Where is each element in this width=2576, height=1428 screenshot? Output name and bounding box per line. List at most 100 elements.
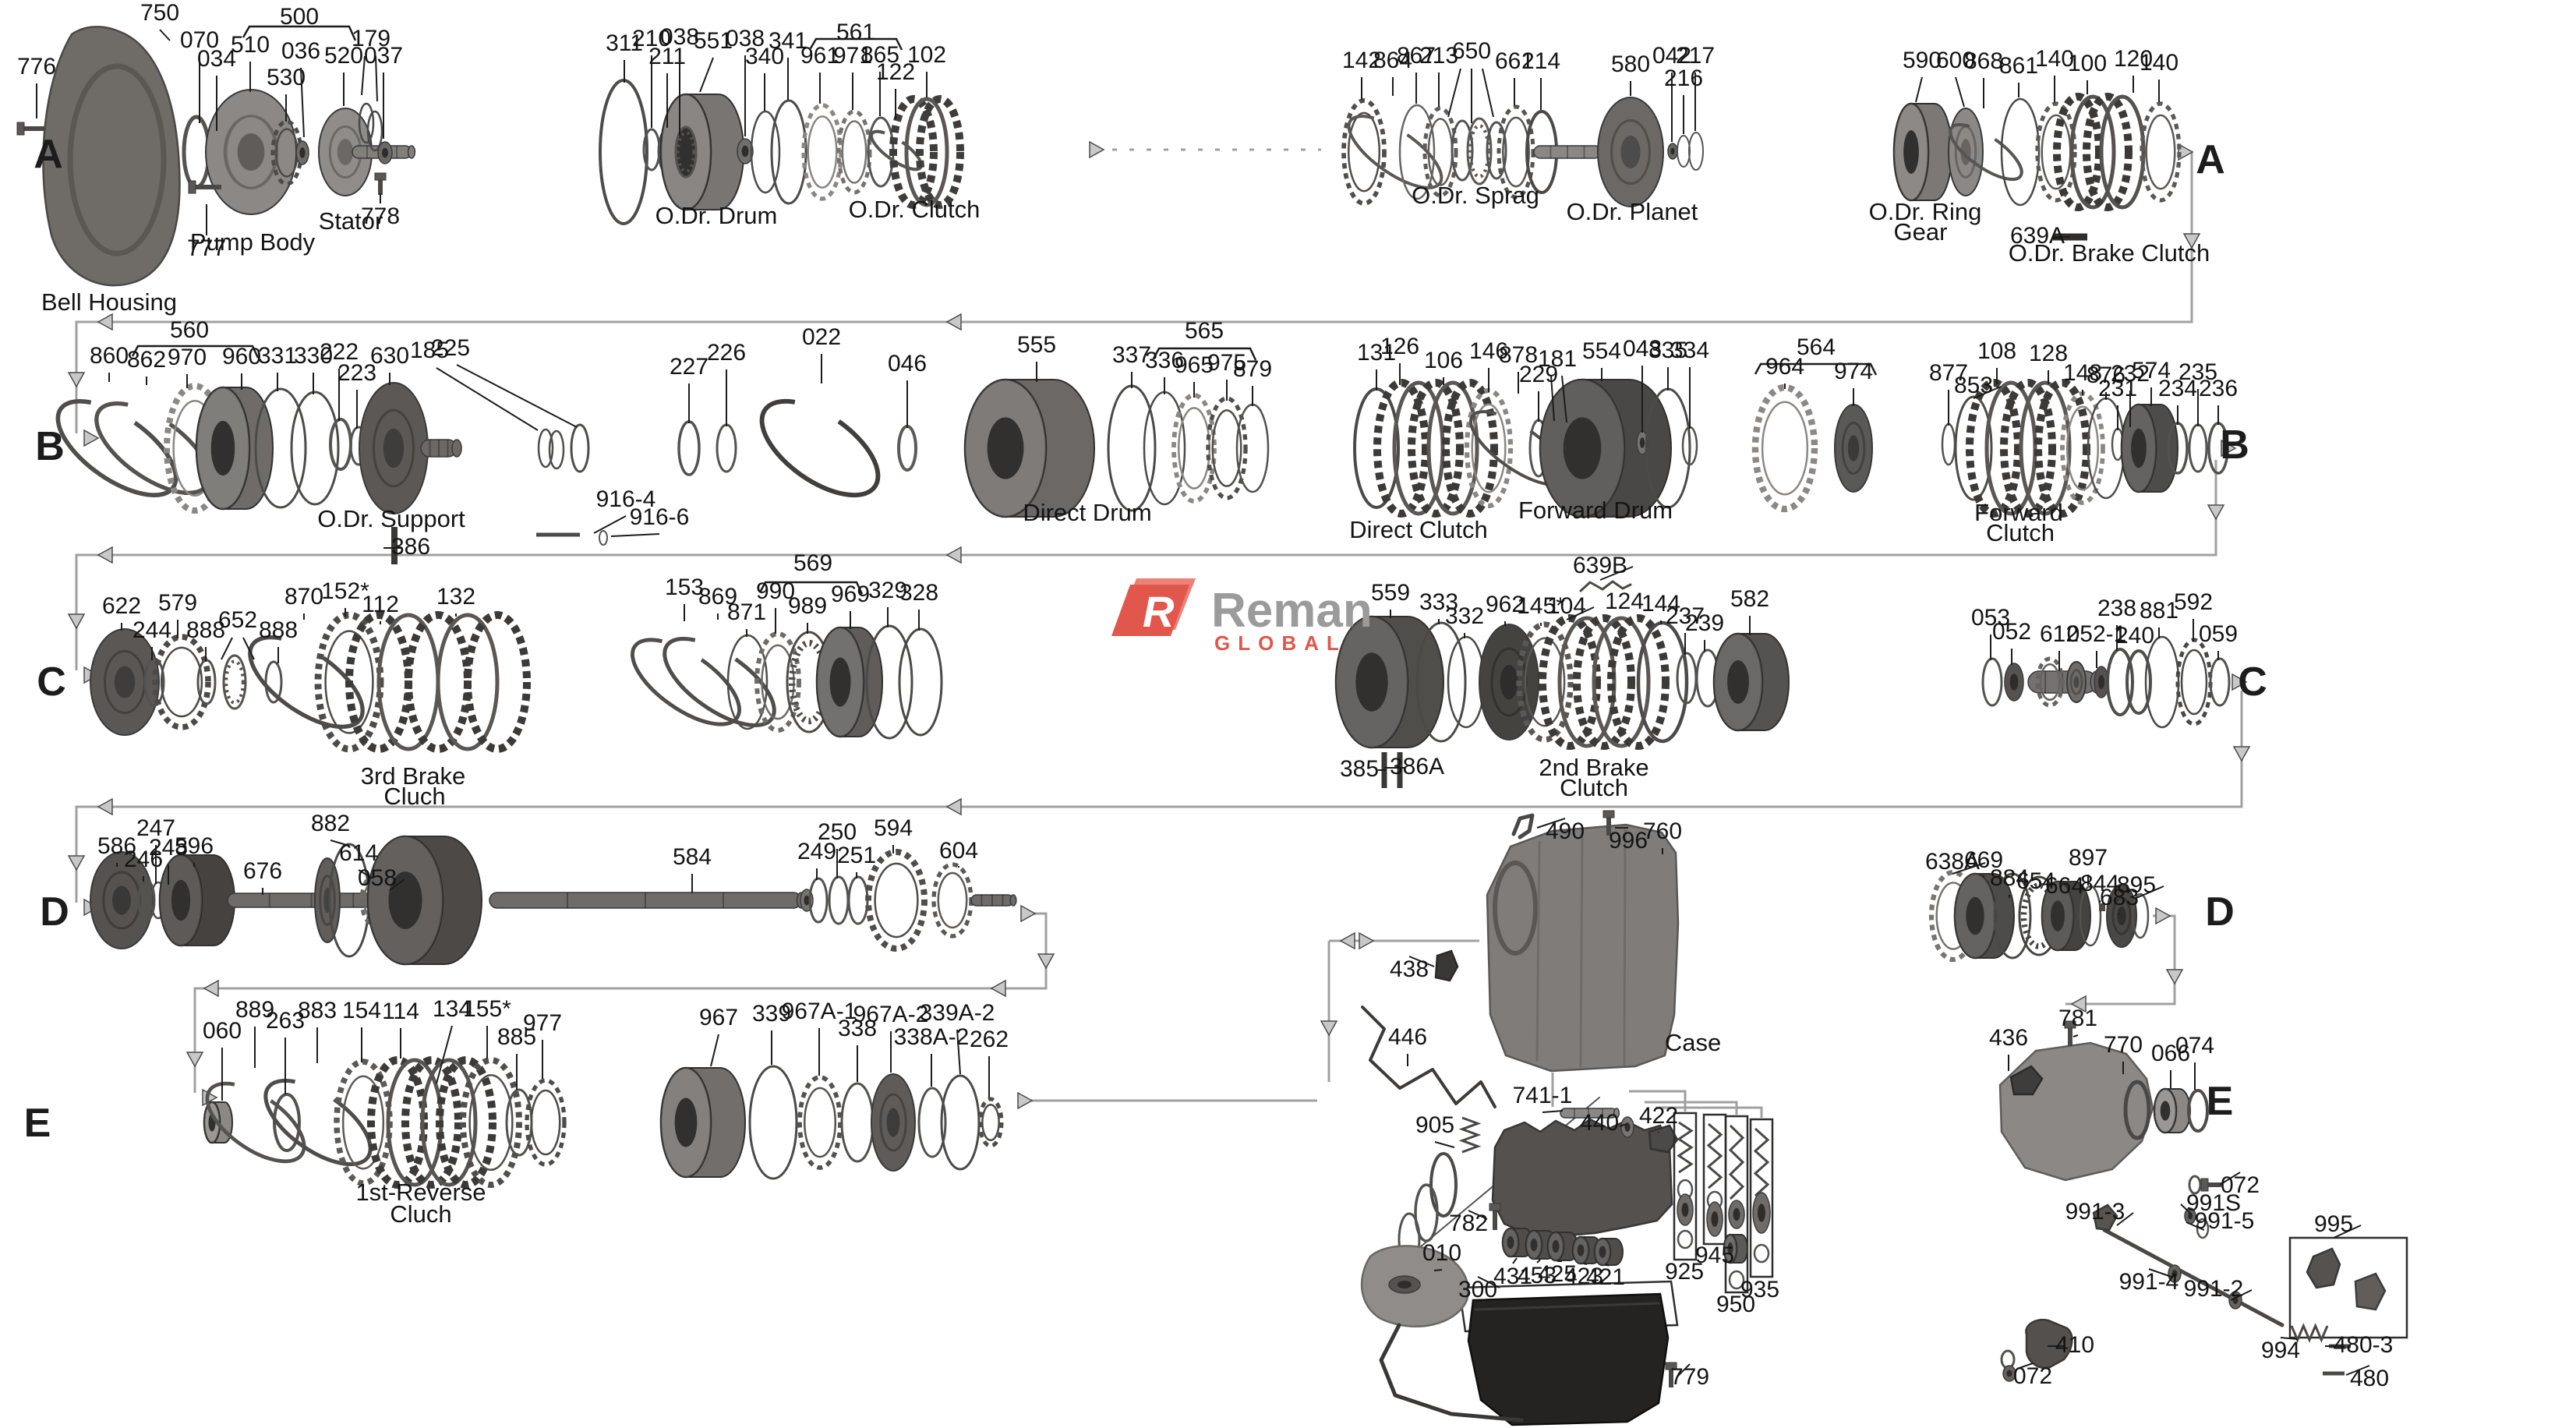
leader-072 xyxy=(2016,1363,2034,1370)
arrow-icon xyxy=(67,613,86,630)
logo-brand-text: Reman xyxy=(1211,584,1373,638)
arrow-icon xyxy=(2070,995,2087,1013)
leader-882 xyxy=(330,839,350,847)
leader-440 xyxy=(1619,1123,1627,1127)
part-ring-877 xyxy=(1941,422,1956,466)
part-odr-brake-pack xyxy=(2053,93,2146,211)
assembly-label-3rd-brake: 3rd Brake xyxy=(361,762,465,790)
part-ring-227 xyxy=(677,420,701,476)
leader-421 xyxy=(1605,1264,1610,1267)
callout-423: 423 xyxy=(1564,1264,1603,1289)
arrow-icon xyxy=(1320,1020,1338,1037)
callout-421: 421 xyxy=(1586,1264,1625,1290)
callout-480-3: 480-3 xyxy=(2334,1332,2394,1358)
part-odr-support-630 xyxy=(359,382,429,514)
part-filter-neck xyxy=(1388,1275,1421,1294)
part-ring-179b xyxy=(366,110,383,152)
part-box-925 xyxy=(1673,1112,1698,1261)
part-planet-shaft-580 xyxy=(1533,145,1606,159)
leader-010 xyxy=(1433,1269,1443,1271)
callout-142: 142 xyxy=(1342,48,1381,73)
connector-line-11 xyxy=(1645,1101,1738,1115)
connector-line-12 xyxy=(1655,1106,1763,1118)
callout-879: 879 xyxy=(1233,356,1272,382)
part-gear-612b xyxy=(2066,661,2087,703)
arrow-icon xyxy=(83,429,100,447)
leader-590 xyxy=(1915,76,1923,103)
part-bell-housing xyxy=(42,26,181,287)
part-ring-967A-1 xyxy=(797,1075,843,1170)
part-solenoid-423 xyxy=(1571,1235,1602,1265)
part-oring-338 xyxy=(840,1082,875,1163)
callout-480: 480 xyxy=(2350,1366,2389,1391)
callout-431: 431 xyxy=(1493,1264,1532,1289)
leader-line xyxy=(375,55,378,102)
leader-line xyxy=(221,637,233,660)
part-piston-905a xyxy=(1429,1152,1458,1218)
callout-510: 510 xyxy=(231,32,270,58)
callout-652: 652 xyxy=(218,607,257,633)
callout-895: 895 xyxy=(2117,872,2156,898)
part-bush-042 xyxy=(1667,143,1678,160)
callout-604: 604 xyxy=(939,838,978,864)
part-valve-body xyxy=(1491,1118,1673,1238)
callout-551: 551 xyxy=(694,28,733,54)
part-oring-330 xyxy=(290,391,340,506)
callout-440: 440 xyxy=(1580,1110,1619,1136)
callout-385: 385 xyxy=(1340,756,1379,782)
part-spring-945 xyxy=(1706,1122,1723,1189)
callout-888: 888 xyxy=(259,617,298,643)
callout-112: 112 xyxy=(362,592,399,617)
part-ring-895 xyxy=(2131,892,2150,939)
part-oring-884 xyxy=(1993,872,2032,960)
part-ring-053 xyxy=(1981,657,2003,707)
part-key-844 xyxy=(2099,903,2105,911)
part-plate-140b xyxy=(2140,101,2182,203)
callout-995: 995 xyxy=(2314,1211,2353,1237)
part-plate-131 xyxy=(1353,387,1400,509)
callout-878: 878 xyxy=(1499,342,1538,368)
callout-232: 232 xyxy=(2111,361,2150,387)
callout-154: 154 xyxy=(342,998,381,1023)
leader-750 xyxy=(159,29,171,41)
callout-600: 600 xyxy=(1936,48,1975,73)
part-oring-853 xyxy=(1954,395,1993,501)
callout-741-1: 741-1 xyxy=(1513,1083,1573,1108)
arrow-icon xyxy=(97,313,113,331)
part-bearing-052 xyxy=(2004,663,2024,702)
callout-994: 994 xyxy=(2261,1338,2300,1363)
callout-100: 100 xyxy=(2068,51,2107,76)
callout-962: 962 xyxy=(1486,592,1525,617)
part-valve-950 xyxy=(1723,1233,1748,1264)
callout-916-4: 916-4 xyxy=(596,486,656,512)
arrow-icon xyxy=(945,546,962,564)
callout-239: 239 xyxy=(1685,610,1724,636)
callout-777: 777 xyxy=(187,235,226,261)
callout-217: 217 xyxy=(1676,43,1715,69)
callout-876: 876 xyxy=(2087,362,2125,388)
callout-564: 564 xyxy=(1797,334,1836,360)
bracket-4 xyxy=(1754,362,1878,376)
arrow-icon xyxy=(2207,504,2225,521)
leader-991-3 xyxy=(2116,1212,2134,1226)
callout-490: 490 xyxy=(1546,818,1585,844)
part-ring-235 xyxy=(2188,423,2208,473)
part-nut-072b xyxy=(2002,1365,2016,1382)
bracket-1 xyxy=(809,37,903,51)
callout-844: 844 xyxy=(2080,871,2119,896)
callout-042: 042 xyxy=(1652,43,1691,69)
section-letter-D: D xyxy=(40,889,69,935)
part-snap-860 xyxy=(55,399,178,497)
assembly-label-forward: Forward xyxy=(1974,499,2063,526)
part-direct-clutch-pack xyxy=(1373,379,1498,518)
part-harness-446 xyxy=(1361,1006,1496,1108)
arrow-icon xyxy=(1339,931,1355,950)
callout-022: 022 xyxy=(802,324,841,350)
assembly-label-o-dr-support: O.Dr. Support xyxy=(317,505,465,532)
callout-210: 210 xyxy=(632,26,671,51)
leader-895 xyxy=(2136,885,2164,899)
part-sprag-650b xyxy=(1466,117,1493,186)
leader-line xyxy=(1447,68,1461,118)
callout-059: 059 xyxy=(2199,621,2238,647)
leader-036 xyxy=(300,67,305,138)
